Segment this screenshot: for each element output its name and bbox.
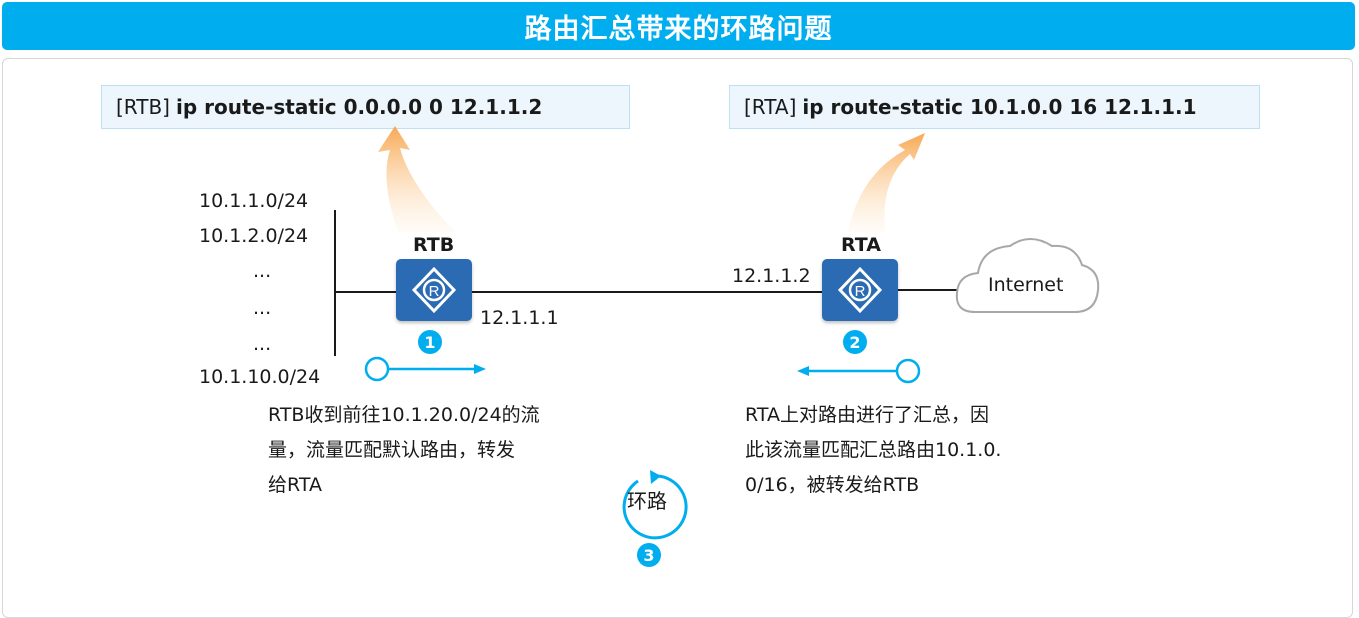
loop-arrow (622, 474, 688, 540)
diagram-graphics (334, 126, 1100, 540)
step-1-badge: 1 (418, 330, 442, 354)
network-2: 10.1.2.0/24 (199, 225, 309, 247)
rta-command-box: [RTA] ip route-static 10.1.0.0 16 12.1.1… (729, 85, 1260, 129)
rta-command-prefix: [RTA] (744, 95, 797, 119)
network-ellipsis-2: ... (253, 297, 272, 319)
step-2-badge: 2 (843, 330, 867, 354)
network-ellipsis-1: ... (253, 260, 272, 282)
loop-label: 环路 (627, 489, 667, 513)
title-bar: 路由汇总带来的环路问题 (2, 2, 1355, 50)
rtb-command-text: ip route-static 0.0.0.0 0 12.1.1.2 (175, 95, 543, 119)
rta-description-line-1: RTA上对路由进行了汇总，因 (745, 404, 989, 426)
rta-description-line-3: 0/16，被转发给RTB (745, 474, 920, 496)
rtb-description-line-1: RTB收到前往10.1.20.0/24的流 (268, 404, 540, 426)
network-ellipsis-3: ... (253, 333, 272, 355)
rta-callout-arrow (848, 133, 925, 232)
rta-ip: 12.1.1.2 (732, 265, 811, 287)
cloud-icon (955, 238, 1100, 313)
rtb-callout-arrow (378, 126, 455, 232)
rtb-flow-arrowhead (474, 364, 486, 374)
rta-command-text: ip route-static 10.1.0.0 16 12.1.1.1 (802, 95, 1197, 119)
rtb-command-prefix: [RTB] (116, 95, 170, 119)
internet-label: Internet (988, 274, 1064, 296)
rtb-ip: 12.1.1.1 (480, 307, 559, 329)
rta-description-line-2: 此该流量匹配汇总路由10.1.0. (745, 439, 1002, 461)
rtb-router-icon: R (396, 259, 472, 321)
rtb-description-line-2: 量，流量匹配默认路由，转发 (268, 439, 516, 461)
rtb-command-box: [RTB] ip route-static 0.0.0.0 0 12.1.1.2 (101, 85, 630, 129)
page-title: 路由汇总带来的环路问题 (524, 13, 833, 45)
rta-flow-arrowhead (797, 366, 809, 376)
loop-arrowhead (650, 470, 661, 484)
rta-description: RTA上对路由进行了汇总，因 此该流量匹配汇总路由10.1.0. 0/16，被转… (745, 398, 1001, 503)
step-3-badge: 3 (637, 543, 661, 567)
rtb-flow-origin (364, 356, 390, 382)
svg-text:R: R (429, 283, 440, 300)
network-10: 10.1.10.0/24 (199, 366, 321, 388)
rtb-description-line-3: 给RTA (268, 474, 322, 496)
rta-label: RTA (841, 234, 881, 256)
rtb-description: RTB收到前往10.1.20.0/24的流 量，流量匹配默认路由，转发 给RTA (268, 398, 540, 503)
rta-flow-origin (895, 358, 921, 384)
rta-router-icon: R (822, 259, 898, 321)
svg-text:R: R (855, 283, 866, 300)
network-1: 10.1.1.0/24 (199, 190, 309, 212)
rtb-label: RTB (413, 234, 455, 256)
